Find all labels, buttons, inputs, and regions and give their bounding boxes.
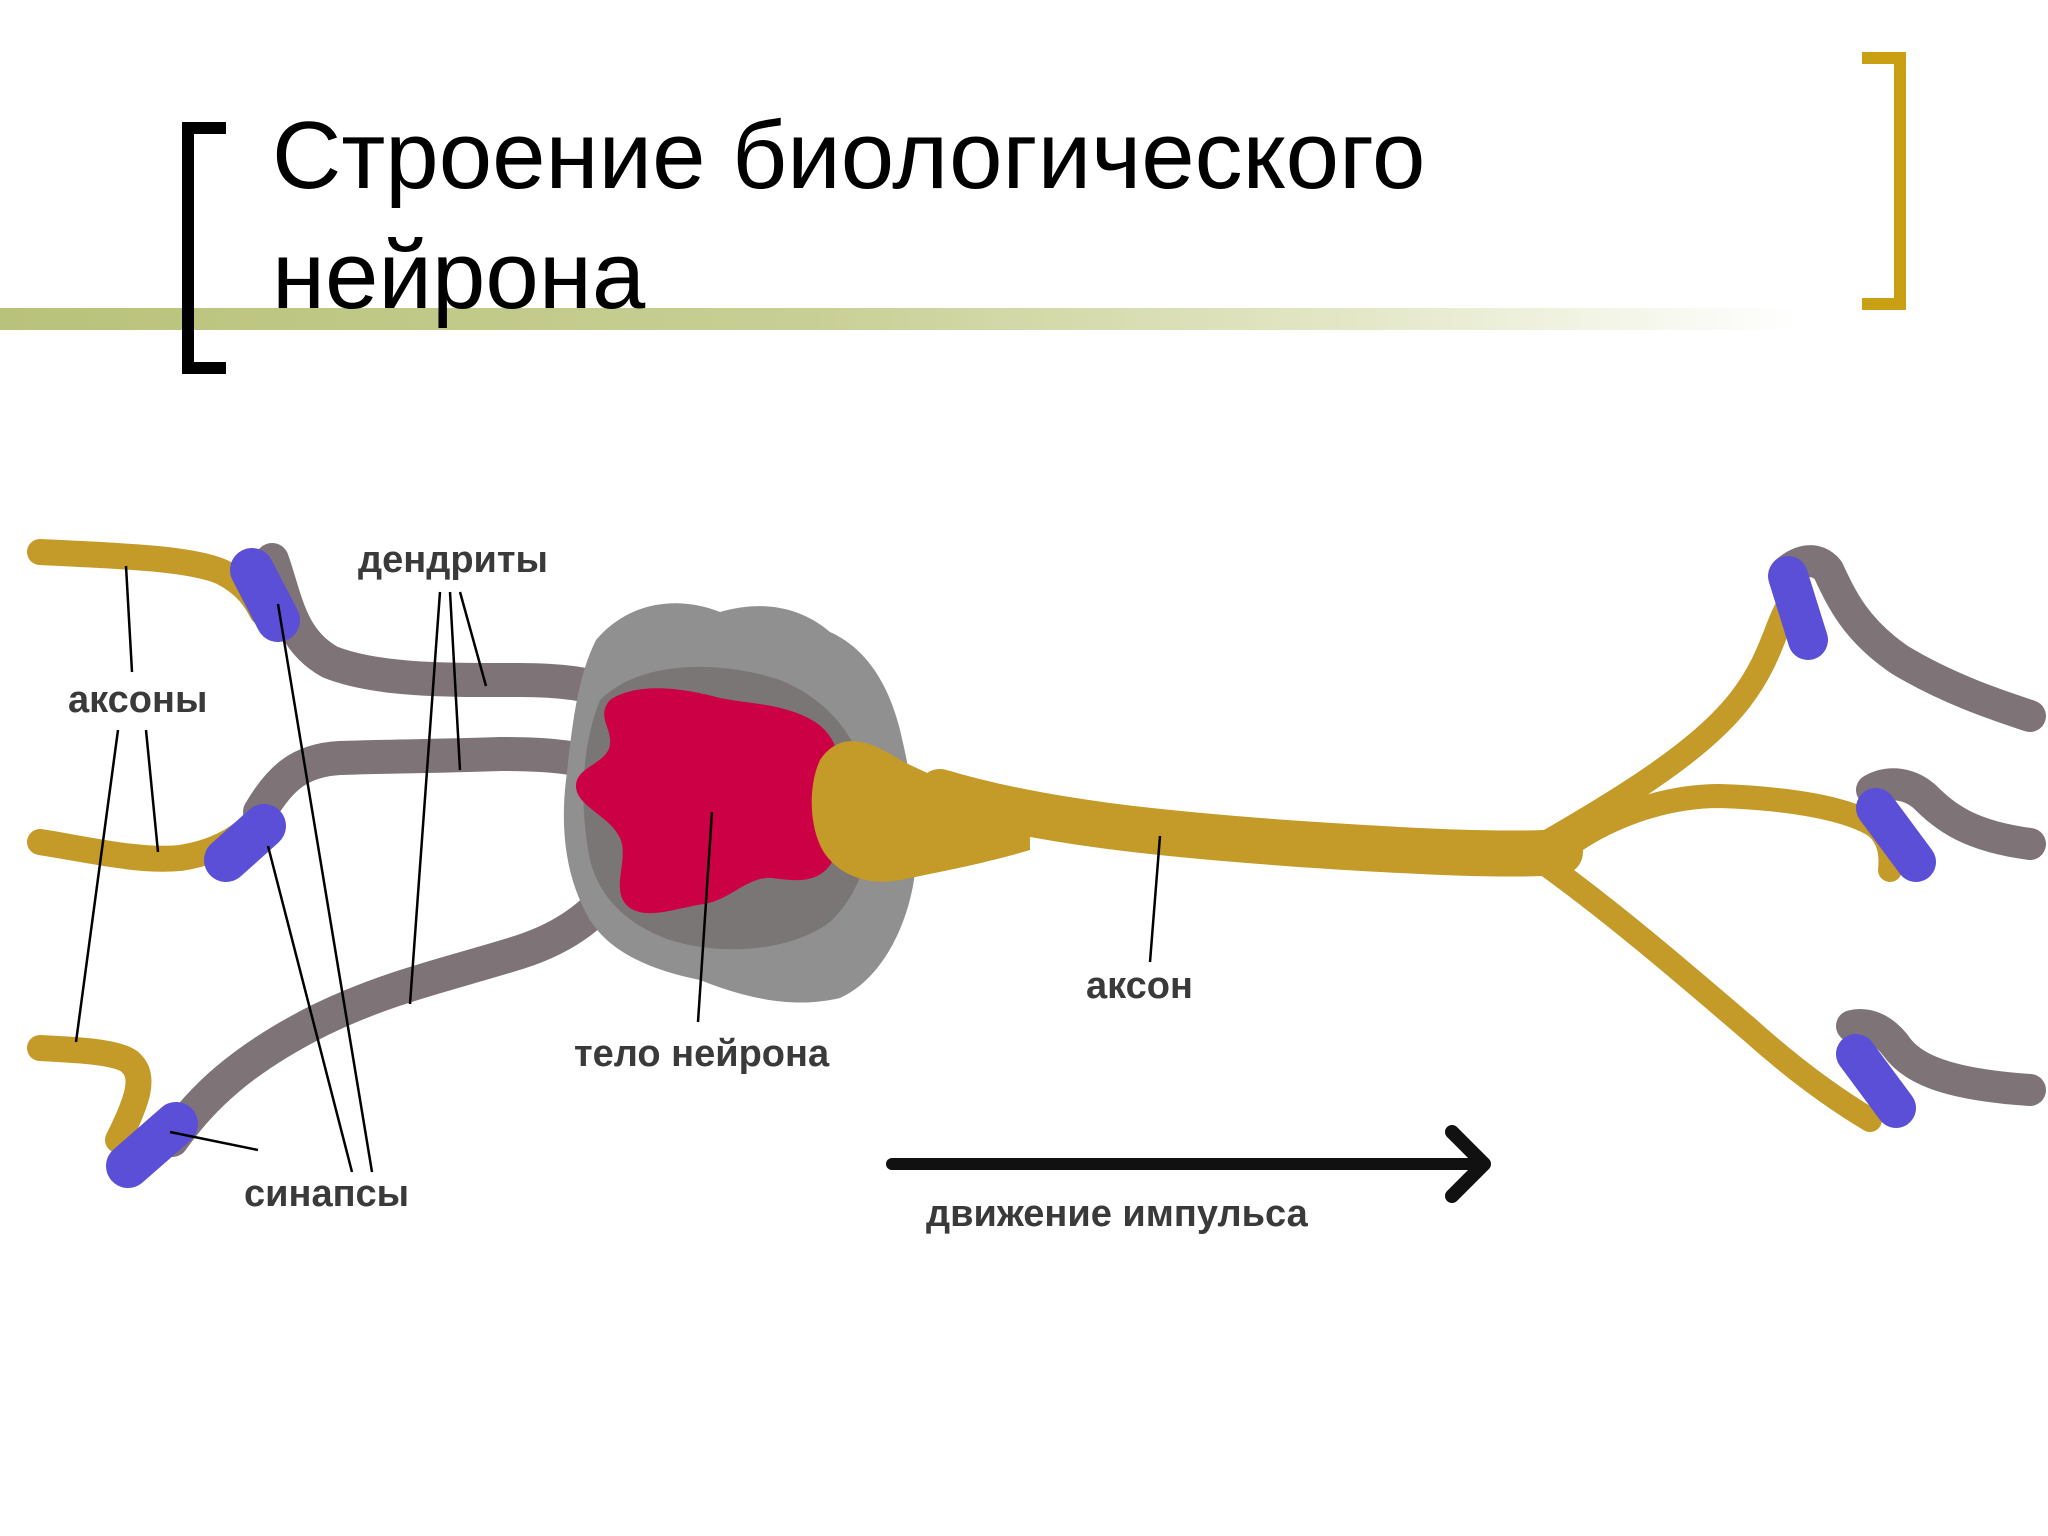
diagram-labels: дендриты аксоны синапсы тело нейрона акс… [68,539,1309,1235]
leader-axons-2 [74,729,120,1043]
postsynaptic-dendrites [1770,545,2046,1106]
incoming-axon-top [27,539,275,625]
synapse-right-bottom [1836,1034,1916,1128]
slide-title: Строение биологического нейрона [272,96,1832,336]
postsynaptic-dendrite-top [1770,545,2046,732]
left-bracket-decoration [182,122,226,374]
label-axon: аксон [1086,965,1193,1007]
axon-hillock [811,741,1030,882]
title-underline-bar [0,308,1800,330]
synapse-top [230,548,300,642]
leader-synapses-3 [169,1130,259,1152]
terminal-branch-bottom [1528,848,1882,1132]
terminal-branch-top [1518,588,1804,864]
leader-synapses-1 [276,603,374,1173]
label-dendrites: дендриты [358,539,548,581]
label-axons: аксоны [68,679,207,721]
leader-synapses-2 [266,845,354,1173]
main-axon [917,769,1583,877]
leader-axon [1148,835,1162,963]
synapses-right [1768,556,1936,1128]
synapse-bottom [106,1102,198,1188]
axon-terminals [1518,588,1903,1132]
label-synapses: синапсы [244,1173,409,1215]
nucleus [576,688,839,914]
synapse-right-top [1768,556,1828,660]
dendrite-middle [243,737,617,829]
incoming-axon-bottom [27,1035,152,1153]
leader-cell-body [696,811,714,1023]
slide-title-line-1: Строение биологического [272,102,1426,209]
synapse-middle [204,804,286,882]
label-impulse-direction: движение импульса [926,1193,1309,1235]
dendrite-bottom [155,863,637,1157]
right-bracket-decoration [1862,52,1906,310]
leader-axons-3 [144,729,160,853]
impulse-arrow [886,1125,1491,1203]
leader-dendrites-1 [408,591,442,1005]
leader-axons-1 [124,565,134,673]
synapses-left [106,548,300,1188]
impulse-arrow-head [1445,1125,1491,1203]
leader-dendrites-3 [458,591,488,687]
leader-dendrites-2 [448,591,462,771]
slide-title-line-2: нейрона [272,222,646,329]
synapse-right-middle [1856,788,1936,882]
label-cell-body: тело нейрона [574,1033,830,1075]
postsynaptic-dendrite-bottom [1836,1009,2046,1106]
postsynaptic-dendrite-middle [1856,768,2046,860]
main-axon-group [811,741,1583,882]
leader-lines [74,565,1162,1173]
cell-body [563,603,917,1003]
